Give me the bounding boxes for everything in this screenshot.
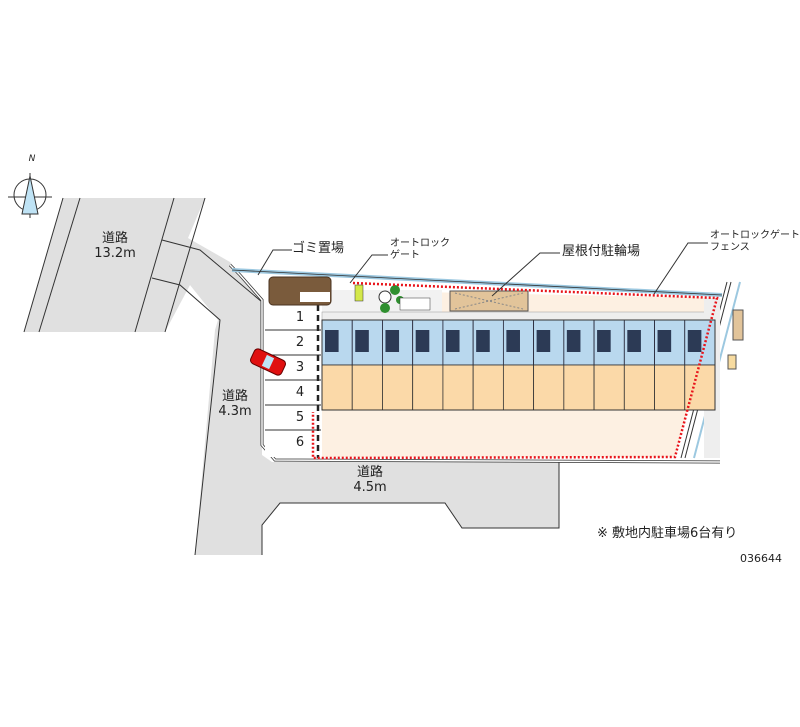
compass-north-label: N — [28, 154, 36, 164]
apartment-unit — [412, 319, 444, 411]
parking-note: ※ 敷地内駐車場6台有り — [597, 526, 738, 541]
apartment-unit — [533, 319, 565, 411]
road-name: 道路 — [221, 389, 248, 404]
apartment-unit — [472, 319, 504, 411]
road-label-4-5m: 道路 4.5m — [345, 465, 395, 496]
apartment-unit — [563, 319, 595, 411]
road-name: 道路 — [356, 465, 383, 480]
apartment-unit — [351, 319, 383, 411]
car-icon — [250, 348, 286, 376]
parking-lines — [265, 329, 321, 431]
road-edges — [23, 197, 560, 556]
road-width: 13.2m — [94, 245, 136, 261]
apartment-unit — [382, 319, 414, 411]
apartment-units — [321, 319, 716, 411]
callout-garbage: ゴミ置場 — [292, 241, 345, 256]
parking-space-number: 3 — [295, 360, 305, 375]
callout-bicycle-parking: 屋根付駐輪場 — [562, 244, 641, 259]
covered-bicycle-parking — [449, 290, 529, 312]
apartment-unit — [654, 319, 686, 411]
callout-autolock-gate: オートロック ゲート — [390, 238, 450, 261]
apartment-unit — [442, 319, 474, 411]
property-boundary — [311, 281, 719, 460]
apartment-unit — [502, 319, 535, 411]
apartment-unit — [593, 319, 625, 411]
parking-space-number: 6 — [295, 435, 305, 450]
parking-space-number: 2 — [295, 335, 305, 350]
callout-line: オートロックゲート — [710, 230, 800, 241]
callout-line: フェンス — [710, 241, 750, 253]
apartment-unit — [623, 319, 655, 411]
road-width: 4.3m — [218, 403, 252, 419]
road-name: 道路 — [101, 231, 128, 246]
parking-space-number: 4 — [295, 385, 305, 400]
callout-autolock-fence: オートロックゲート フェンス — [710, 230, 800, 253]
callout-line: オートロック — [390, 238, 450, 249]
parking-space-number: 1 — [295, 310, 305, 325]
callout-line: ゲート — [390, 249, 420, 261]
road-label-4-3m: 道路 4.3m — [210, 389, 260, 420]
parking-space-number: 5 — [295, 410, 305, 425]
road-width: 4.5m — [353, 479, 387, 495]
road-label-13-2m: 道路 13.2m — [85, 231, 145, 262]
apartment-unit — [321, 319, 353, 411]
compass-icon — [8, 173, 52, 218]
road-13-2m — [24, 198, 559, 555]
leader-lines — [257, 242, 708, 297]
property-code: 036644 — [740, 552, 782, 565]
